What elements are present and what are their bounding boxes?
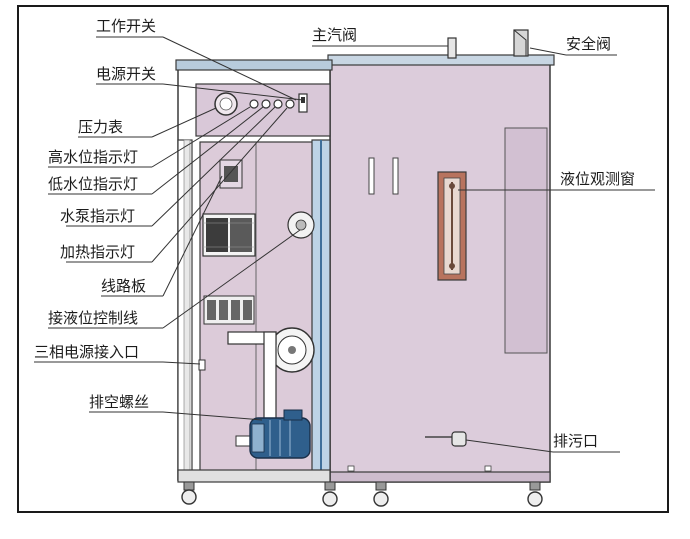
level-control-junction [287,211,315,239]
label-level-window: 液位观测窗 [560,170,635,188]
label-power-switch: 电源开关 [96,65,156,83]
label-pump-lamp: 水泵指示灯 [60,207,135,225]
label-main-steam-valve: 主汽阀 [312,26,357,44]
label-work-switch: 工作开关 [96,17,156,35]
label-high-water-lamp: 高水位指示灯 [48,148,138,166]
relay-module [219,159,243,189]
label-heating-lamp: 加热指示灯 [60,243,135,261]
drain-outlet [425,431,467,447]
leader-lines [34,36,655,453]
three-phase-inlet [198,359,206,371]
label-circuit-board: 线路板 [101,277,146,295]
heater-flange [269,327,315,373]
label-level-control-wire: 接液位控制线 [48,309,138,327]
breakers [203,295,255,325]
safety-valve [513,29,529,57]
main-cabinet [327,54,555,483]
pump-motor [249,409,311,459]
label-drain-outlet: 排污口 [553,432,598,450]
label-safety-valve: 安全阀 [566,35,611,53]
label-vent-screw: 排空螺丝 [89,393,149,411]
main-steam-valve [447,37,457,59]
label-pressure-gauge: 压力表 [78,118,123,136]
casters [181,481,543,507]
pump-piping [227,331,277,447]
level-window [437,171,467,281]
circuit-board [202,213,256,257]
control-panel-devices [214,92,308,116]
label-three-phase-inlet: 三相电源接入口 [34,343,139,361]
label-low-water-lamp: 低水位指示灯 [48,175,138,193]
